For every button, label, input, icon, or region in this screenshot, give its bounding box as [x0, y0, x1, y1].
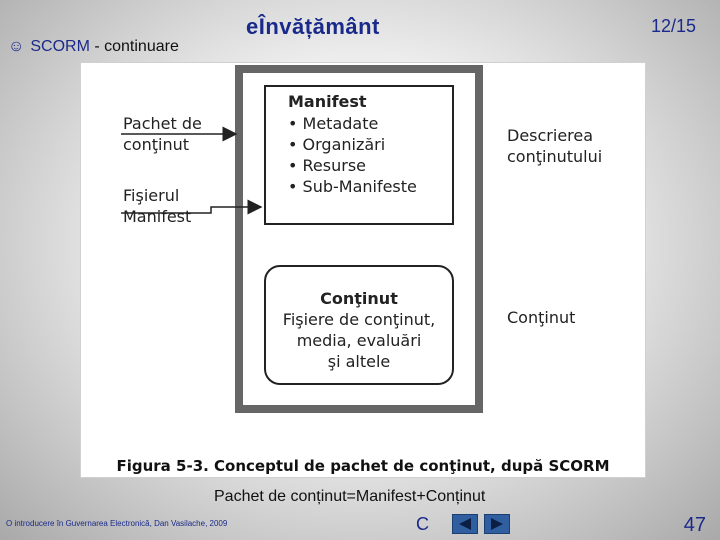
- c-link[interactable]: C: [416, 514, 429, 534]
- section-rest: - continuare: [89, 38, 179, 55]
- manifest-item: Resurse: [288, 155, 452, 176]
- manifest-box: Manifest Metadate Organizări Resurse Sub…: [264, 85, 454, 225]
- triangle-left-icon: [459, 518, 471, 530]
- manifest-item: Sub-Manifeste: [288, 176, 452, 197]
- content-line: media, evaluări: [296, 331, 422, 350]
- manifest-item: Metadate: [288, 113, 452, 134]
- content-box: Conţinut Fişiere de conţinut, media, eva…: [264, 265, 454, 385]
- content-title: Conţinut: [320, 289, 398, 308]
- arrow-manifest-file: [121, 199, 263, 215]
- scorm-figure: Pachet de conţinut Fişierul Manifest Man…: [80, 62, 646, 478]
- triangle-right-icon: [491, 518, 503, 530]
- figure-caption: Figura 5-3. Conceptul de pachet de conţi…: [116, 457, 610, 475]
- section-highlight: SCORM: [30, 38, 90, 55]
- content-line: şi altele: [327, 352, 391, 371]
- content-line: Fişiere de conţinut,: [282, 310, 436, 329]
- label-manifest-file: Fişierul Manifest: [123, 186, 192, 226]
- slide-counter: 12/15: [650, 16, 696, 36]
- manifest-title: Manifest: [288, 92, 367, 111]
- footer-note: O introducere în Guvernarea Electronică,…: [6, 519, 228, 528]
- label-content-package: Pachet de conţinut: [123, 114, 202, 154]
- slide-number: 47: [683, 514, 706, 536]
- slide-subtitle: Pachet de conținut=Manifest+Conținut: [214, 488, 486, 505]
- manifest-item: Organizări: [288, 134, 452, 155]
- previous-slide-button[interactable]: [452, 514, 478, 534]
- app-title: eÎnvățământ: [246, 14, 380, 39]
- section-title: ☺ SCORM - continuare: [8, 38, 179, 56]
- label-content: Conţinut: [507, 308, 576, 327]
- next-slide-button[interactable]: [484, 514, 510, 534]
- smiley-icon: ☺: [8, 38, 25, 55]
- label-content-description: Descrierea conţinutului: [507, 126, 603, 166]
- arrows: [121, 126, 263, 215]
